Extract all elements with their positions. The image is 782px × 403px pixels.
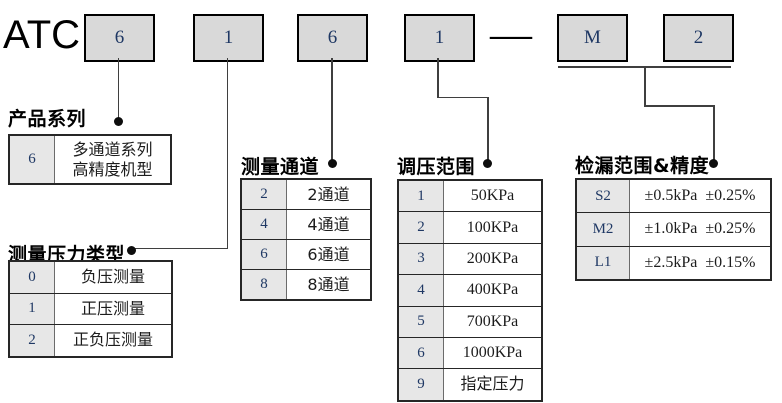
desc-cell: 100KPa (466, 218, 519, 236)
regulation-range-table: 1 50KPa 2 100KPa 3 200KPa 4 400KPa 5 700… (397, 179, 543, 402)
desc-cell: 正压测量 (80, 298, 145, 318)
section-title-regulation-range: 调压范围 (397, 156, 476, 178)
section-title-channels: 测量通道 (241, 156, 320, 178)
desc-cell: ±1.0kPa ±0.25% (644, 220, 756, 238)
connector-line-leak-v2 (713, 105, 715, 160)
code-box-series: 6 (84, 14, 155, 62)
connector-line-pressure-type-h (131, 247, 228, 249)
code-cell: 0 (10, 262, 55, 293)
desc-cell: 2通道 (307, 184, 350, 204)
table-row: 2 100KPa (399, 211, 541, 243)
code-cell: 3 (399, 243, 444, 275)
desc-cell: 8通道 (307, 274, 350, 294)
desc-cell: ±0.5kPa ±0.25% (644, 187, 756, 205)
code-cell: 9 (399, 369, 444, 400)
desc-cell: 400KPa (466, 281, 519, 299)
table-row: 6 1000KPa (399, 336, 541, 369)
desc-cell: 负压测量 (80, 267, 145, 287)
table-row: 3 200KPa (399, 242, 541, 275)
connector-line-series (117, 58, 119, 118)
section-title-leak-range: 检漏范围&精度 (575, 155, 710, 177)
desc-cell: 指定压力 (460, 375, 525, 393)
table-row: 1 50KPa (399, 181, 541, 212)
table-row: 9 指定压力 (399, 368, 541, 400)
connector-dot-series (113, 116, 123, 126)
section-title-series: 产品系列 (8, 108, 87, 130)
code-cell: L1 (577, 246, 630, 279)
table-row: 6 6通道 (242, 239, 370, 269)
connector-dot-pressure-type (126, 246, 136, 255)
connector-line-leak-h (644, 105, 715, 107)
code-cell: 2 (242, 180, 287, 209)
table-row: 4 4通道 (242, 209, 370, 239)
code-cell: 5 (399, 306, 444, 337)
table-row: 2 2通道 (242, 180, 370, 209)
connector-line-leak-v1 (644, 66, 646, 107)
code-cell: 1 (399, 181, 444, 212)
code-cell: S2 (577, 180, 630, 213)
desc-cell: ±2.5kPa ±0.15% (644, 253, 756, 271)
code-box-leak-class: 2 (663, 14, 734, 62)
table-row: 2 正负压测量 (10, 324, 171, 356)
code-box-pressure-type: 1 (193, 14, 264, 62)
leak-range-table: S2 ±0.5kPa ±0.25% M2 ±1.0kPa ±0.25% L1 ±… (575, 178, 772, 281)
code-box-leak-grade: M (557, 14, 628, 62)
connector-dot-channels (327, 158, 337, 168)
code-cell: 6 (242, 240, 287, 269)
desc-cell: 50KPa (470, 187, 515, 205)
code-box-regulation-range: 1 (404, 14, 475, 62)
table-row: L1 ±2.5kPa ±0.15% (577, 245, 770, 279)
pressure-type-table: 0 负压测量 1 正压测量 2 正负压测量 (8, 260, 173, 358)
code-cell: 2 (399, 212, 444, 243)
table-row: 1 正压测量 (10, 292, 171, 324)
connector-line-range-h (437, 96, 489, 98)
connector-line-range-v2 (487, 96, 489, 161)
desc-cell: 700KPa (466, 312, 519, 330)
table-row: 8 8通道 (242, 269, 370, 299)
channels-table: 2 2通道 4 4通道 6 6通道 8 8通道 (240, 178, 372, 301)
desc-cell: 6通道 (307, 244, 350, 264)
table-row: 0 负压测量 (10, 262, 171, 293)
code-cell: M2 (577, 213, 630, 246)
table-row: S2 ±0.5kPa ±0.25% (577, 180, 770, 213)
connector-line-channels (331, 58, 333, 160)
code-cell: 6 (10, 136, 55, 183)
code-cell: 4 (399, 275, 444, 306)
code-cell: 8 (242, 270, 287, 299)
desc-cell: 200KPa (466, 249, 519, 267)
desc-cell: 正负压测量 (72, 330, 153, 350)
dash-separator: — (490, 12, 532, 58)
table-row: 6 多通道系列 高精度机型 (10, 136, 170, 183)
code-box-channels: 6 (297, 14, 368, 62)
connector-line-range-v1 (437, 58, 439, 98)
connector-dot-leak (709, 158, 718, 168)
brand-label: ATC (3, 13, 81, 57)
connector-dot-range (483, 158, 492, 168)
connector-line-pressure-type-v (226, 58, 228, 249)
code-cell: 4 (242, 210, 287, 239)
table-row: 5 700KPa (399, 305, 541, 337)
desc-cell: 多通道系列 高精度机型 (72, 139, 153, 179)
code-cell: 6 (399, 337, 444, 369)
series-table: 6 多通道系列 高精度机型 (8, 134, 172, 185)
desc-cell: 1000KPa (462, 344, 523, 362)
code-cell: 1 (10, 293, 55, 324)
table-row: M2 ±1.0kPa ±0.25% (577, 212, 770, 246)
desc-cell: 4通道 (307, 214, 350, 234)
table-row: 4 400KPa (399, 274, 541, 306)
code-cell: 2 (10, 325, 55, 356)
